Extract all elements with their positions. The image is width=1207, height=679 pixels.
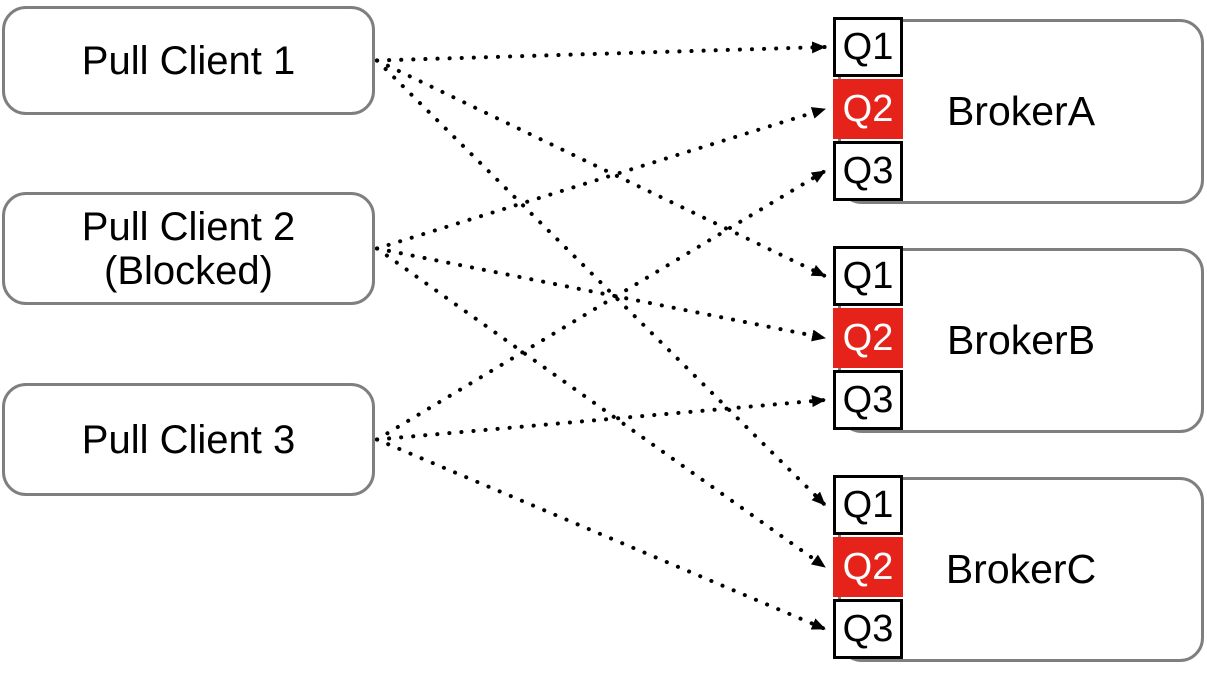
client-sublabel-blocked: (Blocked) <box>104 248 273 293</box>
brokerC-queue-q1: Q1 <box>833 475 903 535</box>
broker-label: BrokerA <box>946 88 1096 134</box>
pull-arrow-client1-to-brokerA.q1 <box>375 41 827 63</box>
pull-arrow-client1-to-brokerC.q1 <box>375 58 827 507</box>
client-label: Pull Client 1 <box>81 38 296 83</box>
client-node-pull-client-1: Pull Client 1 <box>2 6 375 115</box>
brokerC-queue-q2: Q2 <box>833 537 903 597</box>
pull-arrow-client3-to-brokerA.q3 <box>375 169 827 442</box>
client-label: Pull Client 3 <box>81 417 296 462</box>
broker-label: BrokerC <box>945 546 1097 592</box>
brokerB-queue-q2: Q2 <box>833 308 903 368</box>
brokerC-queue-q3: Q3 <box>833 599 903 659</box>
brokerA-queue-q2: Q2 <box>833 79 903 139</box>
brokerB-queue-q1: Q1 <box>833 246 903 306</box>
brokerA-queue-q3: Q3 <box>833 141 903 201</box>
client-node-pull-client-2: Pull Client 2 (Blocked) <box>2 192 375 305</box>
brokerB-queue-q3: Q3 <box>833 370 903 430</box>
client-label: Pull Client 2 <box>81 204 296 249</box>
pull-arrow-client3-to-brokerB.q3 <box>375 395 827 442</box>
client-node-pull-client-3: Pull Client 3 <box>2 383 375 496</box>
pull-arrow-client3-to-brokerC.q3 <box>375 437 827 631</box>
brokerA-queue-q1: Q1 <box>833 17 903 77</box>
pull-arrow-client1-to-brokerB.q1 <box>375 58 827 278</box>
pull-arrow-client2-to-brokerC.q2 <box>375 246 827 569</box>
pull-arrow-client2-to-brokerB.q2 <box>375 246 827 342</box>
broker-label: BrokerB <box>946 317 1096 363</box>
